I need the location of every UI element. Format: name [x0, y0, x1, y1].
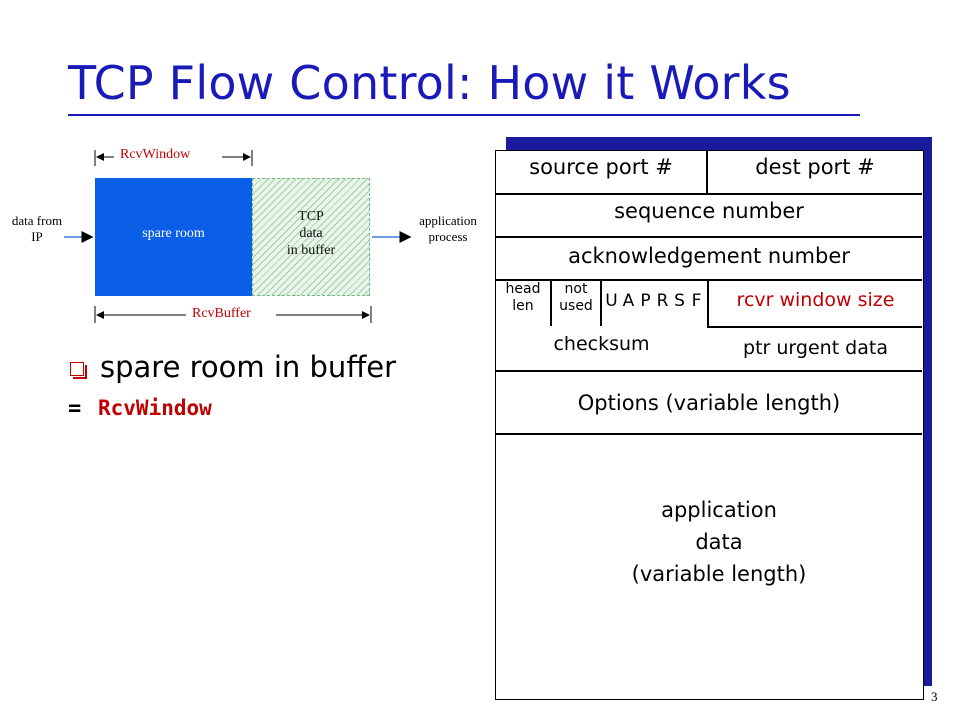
data-from-line: data from [11, 213, 63, 228]
column-divider [707, 279, 709, 326]
column-divider [550, 279, 552, 326]
column-divider [706, 151, 708, 194]
tcp-segment-structure: source port # dest port # sequence numbe… [495, 150, 924, 700]
bullet-text: spare room in buffer [100, 350, 397, 384]
row-divider [496, 193, 922, 195]
tcp-data-label: TCP data in buffer [252, 208, 370, 259]
tcp-data-block [252, 178, 370, 296]
flag-ack: A [622, 291, 635, 311]
app-data-line: application [661, 498, 777, 522]
not-used-line: not [564, 281, 588, 297]
head-len-line: len [512, 298, 534, 314]
options-field: Options (variable length) [577, 391, 841, 415]
ack-number-field: acknowledgement number [568, 244, 850, 268]
tcp-data-line: data [299, 226, 323, 241]
row-divider [496, 433, 922, 435]
row-divider [707, 326, 922, 328]
flag-syn: S [674, 291, 685, 311]
slide-number: 3 [931, 689, 938, 704]
rcv-buffer-label: RcvBuffer [192, 306, 251, 321]
rcv-window-label: RcvWindow [120, 147, 191, 162]
data-from-ip-label: data from IP [2, 213, 72, 245]
tcp-data-line: TCP [298, 209, 324, 224]
flag-urg: U [605, 291, 618, 311]
app-process-line: application [419, 213, 477, 228]
row-divider [496, 236, 922, 238]
head-len-line: head [505, 281, 541, 297]
urgent-pointer-field: ptr urgent data [743, 337, 888, 359]
buffer-arrows [64, 150, 412, 323]
dest-port-field: dest port # [755, 155, 875, 179]
data-from-line: IP [31, 229, 43, 244]
sequence-number-field: sequence number [614, 199, 804, 223]
not-used-field: not used [552, 281, 600, 315]
source-port-field: source port # [529, 155, 673, 179]
flag-rst: R [656, 291, 669, 311]
flag-psh: P [640, 291, 651, 311]
not-used-line: used [559, 298, 593, 314]
spare-room-label: spare room [142, 226, 205, 241]
application-data-field: application data (variable length) [496, 494, 942, 590]
bullet-box-icon [70, 362, 87, 379]
flag-fin: F [691, 291, 702, 311]
row-divider [496, 370, 922, 372]
rcvr-window-size-field: rcvr window size [736, 289, 895, 311]
row-divider [496, 279, 922, 281]
spare-room-block [95, 178, 252, 296]
app-data-line: data [695, 530, 743, 554]
rcv-window-code: RcvWindow [98, 396, 212, 420]
app-process-line: process [428, 229, 468, 244]
equals-sign: = [68, 396, 82, 421]
slide-title: TCP Flow Control: How it Works [68, 56, 791, 110]
head-len-field: head len [496, 281, 550, 315]
title-underline [68, 114, 860, 116]
app-data-line: (variable length) [631, 562, 807, 586]
column-divider [600, 279, 602, 326]
application-process-label: application process [406, 213, 490, 245]
tcp-data-line: in buffer [286, 243, 336, 258]
checksum-field: checksum [553, 333, 650, 355]
